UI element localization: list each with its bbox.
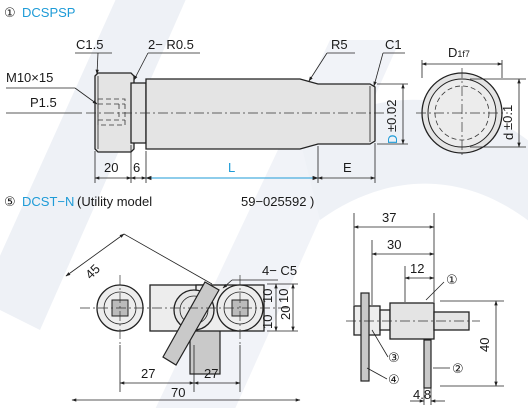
dim-20-vert: 20 xyxy=(278,306,293,320)
part1-bottom-dims xyxy=(94,143,376,183)
dim-40: 40 xyxy=(477,338,492,352)
dim-d1f7: D1f7 xyxy=(448,45,470,60)
part5-number: ⑤ xyxy=(4,194,16,209)
dim-d01-group: d ±0.1 xyxy=(500,105,516,140)
part5-front-dims xyxy=(65,233,301,402)
pin-side-view xyxy=(86,72,390,153)
dim-d002-symbol: D xyxy=(385,135,400,144)
dim-12: 12 xyxy=(410,261,424,276)
callout-2: ② xyxy=(452,361,464,376)
dim-45: 45 xyxy=(82,261,103,282)
dim-m10x15: M10×15 xyxy=(6,70,53,85)
part1-number: ① xyxy=(4,5,16,20)
dim-10-c: 10 xyxy=(260,315,275,329)
clamp-front-view xyxy=(80,275,290,375)
dim-4-c5: 4− C5 xyxy=(262,263,297,278)
part1-leaders xyxy=(6,52,405,114)
dim-d1f7-main: D xyxy=(448,45,457,60)
dim-30: 30 xyxy=(387,237,401,252)
dim-4-8: 4.8 xyxy=(413,387,431,402)
dim-d002-tolerance: ±0.02 xyxy=(384,100,399,132)
part5-title: DCST−N xyxy=(22,194,74,209)
dim-c1: C1 xyxy=(385,37,402,52)
dim-37: 37 xyxy=(382,210,396,225)
clamp-side-view xyxy=(346,292,480,389)
dim-27-right: 27 xyxy=(204,366,218,381)
dim-L: L xyxy=(228,160,235,175)
dim-10-a: 10 xyxy=(260,289,275,303)
callout-4: ④ xyxy=(388,372,400,387)
dim-10-b: 10 xyxy=(276,289,291,303)
callout-1: ① xyxy=(446,272,458,287)
callout-3: ③ xyxy=(388,350,400,365)
pin-end-view xyxy=(416,60,526,158)
dim-r05: 2− R0.5 xyxy=(148,37,194,52)
dim-c15: C1.5 xyxy=(76,37,103,52)
dim-r5: R5 xyxy=(331,37,348,52)
dim-p15: P1.5 xyxy=(30,95,57,110)
dim-d01-symbol: d xyxy=(501,133,516,140)
dim-20: 20 xyxy=(104,160,118,175)
dim-70: 70 xyxy=(171,385,185,400)
dim-d002-group: D ±0.02 xyxy=(384,100,400,144)
part5-callout-leaders xyxy=(366,281,450,380)
dim-27-left: 27 xyxy=(141,366,155,381)
dim-6: 6 xyxy=(133,160,140,175)
part5-side-dims xyxy=(353,213,504,405)
dim-d1f7-sub: 1f7 xyxy=(457,49,470,59)
part5-model-number: 59−025592 ) xyxy=(241,194,314,209)
dim-E: E xyxy=(343,160,352,175)
part5-note: (Utility model xyxy=(77,194,152,209)
dim-d01-tolerance: ±0.1 xyxy=(500,105,515,130)
part1-title: DCSPSP xyxy=(22,5,75,20)
dim-diameter-line xyxy=(377,83,408,145)
